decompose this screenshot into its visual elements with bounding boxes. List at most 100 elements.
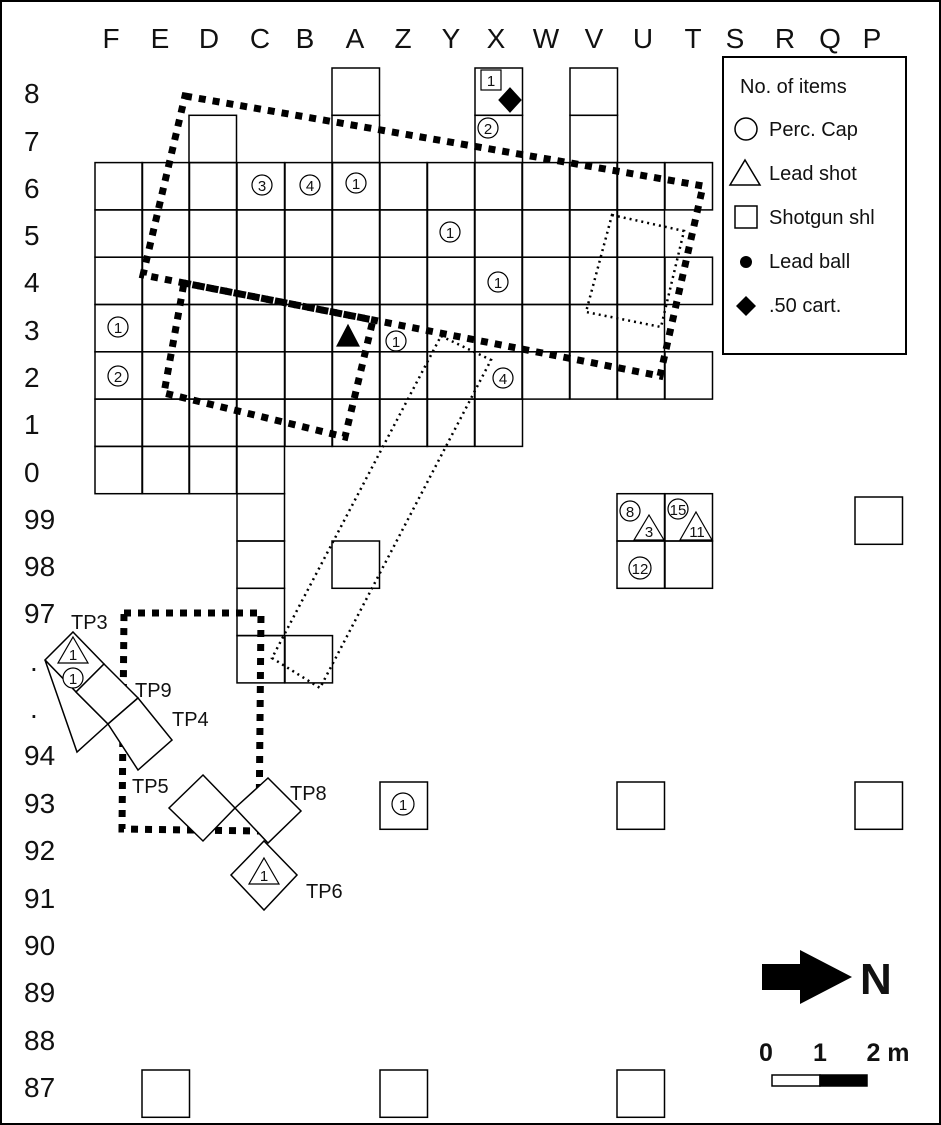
col-label: F (102, 23, 119, 54)
legend: No. of items Perc. Cap Lead shot Shotgun… (722, 56, 907, 355)
excavation-unit (616, 351, 666, 400)
count-x8-shell: 1 (487, 73, 495, 90)
excavation-unit (569, 256, 619, 306)
count-a6-cap: 1 (352, 176, 360, 193)
col-label: D (199, 23, 219, 54)
excavation-unit (426, 161, 476, 211)
excavation-unit (426, 351, 476, 400)
col-label: S (726, 23, 745, 54)
row-label: 3 (24, 315, 40, 346)
perc-cap-icon (107, 365, 129, 387)
scale-segment-light (771, 1074, 821, 1087)
excavation-unit (854, 781, 904, 831)
excavation-unit (141, 351, 191, 400)
row-label: 93 (24, 788, 55, 819)
excavation-unit (521, 161, 571, 211)
excavation-unit (188, 161, 238, 211)
perc-cap-icon (487, 271, 509, 293)
lead-shot-icon (56, 635, 90, 664)
excavation-unit (236, 540, 286, 590)
row-label: 8 (24, 78, 40, 109)
count-u98-cap: 12 (632, 561, 649, 578)
excavation-unit (616, 256, 666, 306)
legend-lead-shot: Lead shot (769, 163, 857, 185)
perc-cap-icon (345, 172, 367, 194)
excavation-unit (379, 781, 429, 831)
lead-shot-icon (678, 510, 714, 541)
excavation-unit (188, 256, 238, 306)
row-label: 94 (24, 740, 55, 771)
tp3-label: TP3 (71, 612, 108, 634)
count-f2-cap: 2 (114, 369, 122, 386)
col-label: R (775, 23, 795, 54)
excavation-unit (569, 114, 619, 164)
perc-cap-icon (492, 367, 514, 389)
tp8-label: TP8 (290, 783, 327, 805)
test-pit-tp4 (107, 696, 174, 772)
cartridge-50-legend-icon (736, 296, 756, 316)
block-outline-central (159, 278, 378, 442)
row-label: 90 (24, 930, 55, 961)
count-y5-cap: 1 (446, 225, 454, 242)
row-label: 1 (24, 409, 40, 440)
excavation-unit (379, 256, 429, 306)
excavation-unit (141, 303, 191, 353)
excavation-unit (141, 1069, 191, 1119)
perc-cap-icon (439, 221, 461, 243)
lead-shot-icon (632, 513, 666, 541)
excavation-unit (236, 445, 286, 495)
block-outline-north (138, 91, 708, 381)
col-label: V (585, 23, 604, 54)
excavation-unit (426, 303, 476, 353)
col-label: W (533, 23, 560, 54)
excavation-unit (284, 209, 334, 258)
col-label: A (346, 23, 365, 54)
perc-cap-icon (299, 174, 321, 196)
perc-cap-icon (391, 792, 415, 816)
scale-bar: 0 1 2 m (759, 1039, 910, 1087)
perc-cap-icon (619, 500, 641, 522)
excavation-unit (569, 209, 619, 258)
row-label: 4 (24, 267, 40, 298)
excavation-unit (141, 209, 191, 258)
count-f3-cap: 1 (114, 320, 122, 337)
excavation-unit (616, 161, 666, 211)
excavation-unit (521, 209, 571, 258)
excavation-units (94, 67, 904, 1119)
excavation-unit (379, 351, 429, 400)
excavation-unit (188, 445, 238, 495)
excavation-unit (236, 209, 286, 258)
row-label: 98 (24, 551, 55, 582)
row-label: 99 (24, 504, 55, 535)
excavation-unit (616, 303, 666, 353)
trench-outline-diagonal (270, 334, 493, 690)
excavation-unit (331, 67, 381, 117)
excavation-unit (94, 256, 144, 306)
excavation-unit (664, 351, 714, 400)
col-label: Y (442, 23, 461, 54)
count-t99-shot: 11 (689, 524, 705, 541)
row-label: 91 (24, 883, 55, 914)
row-label: 2 (24, 362, 40, 393)
count-x4-cap: 1 (494, 275, 502, 292)
row-label: 87 (24, 1072, 55, 1103)
excavation-unit (94, 445, 144, 495)
scale-label-2: 2 m (866, 1039, 909, 1067)
excavation-unit (331, 256, 381, 306)
perc-cap-legend-icon (734, 117, 758, 141)
excavation-unit (141, 445, 191, 495)
tp4-label: TP4 (172, 709, 209, 731)
shotgun-shell-icon (480, 69, 502, 91)
excavation-unit (379, 161, 429, 211)
excavation-unit (521, 256, 571, 306)
row-label: 5 (24, 220, 40, 251)
row-label: . (30, 646, 38, 677)
excavation-unit (664, 256, 714, 306)
count-x2-cap: 4 (499, 371, 507, 388)
excavation-unit (474, 209, 524, 258)
excavation-unit (569, 303, 619, 353)
legend-lead-ball: Lead ball (769, 251, 850, 273)
perc-cap-icon (62, 667, 84, 689)
excavation-unit (569, 161, 619, 211)
